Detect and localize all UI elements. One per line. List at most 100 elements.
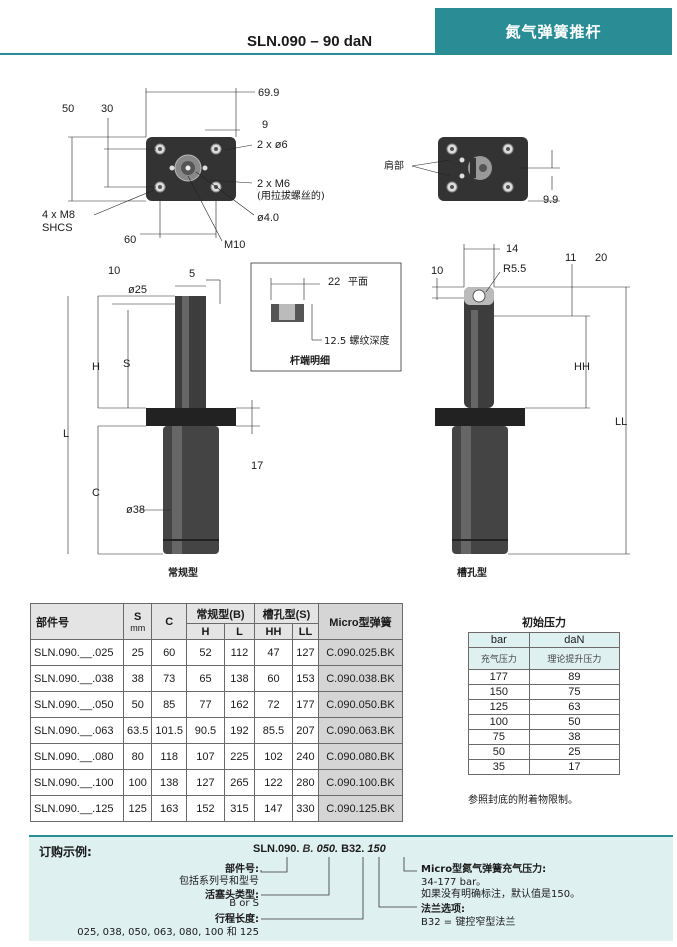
cell-l: 265 <box>223 769 255 796</box>
order-flange-label: 法兰选项: <box>421 904 465 915</box>
order-flange-desc: B32 = 键控窄型法兰 <box>421 917 516 928</box>
pressure-title: 初始压力 <box>522 616 566 629</box>
category-tab: 氮气弹簧推杆 <box>435 8 672 54</box>
cell-s: 25 <box>122 639 153 666</box>
cell-hh: 85.5 <box>253 717 293 744</box>
rod-end-detail: 22 平面 12.5 螺纹深度 杆端明细 <box>250 262 402 372</box>
cell-ll: 127 <box>291 639 319 666</box>
order-micro-desc: 如果没有明确标注，默认值是150。 <box>421 889 581 900</box>
press-sub-charge: 充气压力 <box>468 647 530 670</box>
cell-s: 50 <box>122 691 153 718</box>
press-cell-bar: 150 <box>468 684 530 700</box>
order-code: SLN.090. B. 050. B32. 150 <box>253 843 386 855</box>
press-cell-bar: 75 <box>468 729 530 745</box>
order-code-prefix: SLN.090. <box>253 843 300 855</box>
cell-h: 52 <box>185 639 225 666</box>
header-rule <box>0 53 672 55</box>
cell-l: 315 <box>223 795 255 822</box>
order-title: 订购示例: <box>39 845 92 859</box>
press-sub-force: 理论提升压力 <box>528 647 621 670</box>
press-cell-bar: 177 <box>468 669 530 685</box>
cell-c: 85 <box>151 691 187 718</box>
dim-shcs: SHCS <box>42 222 73 234</box>
dim-2x-m6: 2 x M6 <box>257 178 290 190</box>
order-part-desc: 包括系列号和型号 <box>179 876 259 887</box>
dim-50: 50 <box>62 103 74 115</box>
cell-part: SLN.090.__.100 <box>30 769 124 796</box>
dim-30: 30 <box>101 103 113 115</box>
order-code-stroke: 050. <box>316 843 339 855</box>
press-cell-bar: 35 <box>468 759 530 775</box>
cell-ll: 177 <box>291 691 319 718</box>
cell-s: 125 <box>122 795 153 822</box>
col-group-keyed: 槽孔型(S) <box>253 603 319 624</box>
top-view-standard: 50 30 69.9 9 2 x ø6 2 x M6 (用拉拔螺丝的) 4 x … <box>42 87 325 251</box>
dim-shoulder: 肩部 <box>384 159 404 172</box>
cell-l: 225 <box>223 743 255 770</box>
keyed-dim-ll: LL <box>615 416 627 428</box>
order-code-head: B. <box>302 843 314 855</box>
dim-9: 9 <box>262 119 268 131</box>
cell-c: 101.5 <box>151 717 187 744</box>
cell-ll: 240 <box>291 743 319 770</box>
side-dim-h: H <box>92 361 100 373</box>
detail-thread-depth: 12.5 螺纹深度 <box>324 334 389 347</box>
cell-part: SLN.090.__.125 <box>30 795 124 822</box>
cell-ll: 153 <box>291 665 319 692</box>
cell-hh: 47 <box>253 639 293 666</box>
cell-part: SLN.090.__.050 <box>30 691 124 718</box>
cell-micro: C.090.100.BK <box>317 769 403 796</box>
press-cell-dan: 89 <box>528 669 621 685</box>
keyed-dim-10: 10 <box>431 265 443 277</box>
cell-c: 163 <box>151 795 187 822</box>
detail-flat-label: 平面 <box>348 277 368 288</box>
cell-micro: C.090.050.BK <box>317 691 403 718</box>
order-head-label: 活塞头类型: <box>205 890 259 901</box>
col-part-number: 部件号 <box>30 603 124 640</box>
dim-pull-screw-note: (用拉拔螺丝的) <box>257 189 325 202</box>
order-micro-range: 34-177 bar。 <box>421 877 487 888</box>
cell-h: 65 <box>185 665 225 692</box>
press-cell-dan: 17 <box>528 759 621 775</box>
cell-s: 80 <box>122 743 153 770</box>
order-micro-label: Micro型氮气弹簧充气压力: <box>421 864 547 875</box>
side-dim-17: 17 <box>251 460 263 472</box>
dim-2x-d6: 2 x ø6 <box>257 139 288 151</box>
cell-c: 60 <box>151 639 187 666</box>
col-micro: Micro型弹簧 <box>317 603 403 640</box>
press-cell-dan: 25 <box>528 744 621 760</box>
detail-caption: 杆端明细 <box>290 354 330 367</box>
side-dim-s: S <box>123 358 130 370</box>
cell-hh: 60 <box>253 665 293 692</box>
cell-ll: 280 <box>291 769 319 796</box>
press-cell-dan: 63 <box>528 699 621 715</box>
cell-l: 112 <box>223 639 255 666</box>
cell-hh: 102 <box>253 743 293 770</box>
cell-micro: C.090.080.BK <box>317 743 403 770</box>
standard-type-caption: 常规型 <box>168 566 198 579</box>
side-dim-d38: ø38 <box>126 504 145 516</box>
dim-m10: M10 <box>224 239 245 251</box>
order-part-label: 部件号: <box>225 864 259 875</box>
keyed-dim-r5-5: R5.5 <box>503 263 526 275</box>
press-cell-bar: 100 <box>468 714 530 730</box>
cell-micro: C.090.063.BK <box>317 717 403 744</box>
top-view-keyed: 肩部 9.9 <box>384 137 560 206</box>
pressure-note: 参照封底的附着物限制。 <box>468 795 578 806</box>
cell-part: SLN.090.__.063 <box>30 717 124 744</box>
technical-drawing: 50 30 69.9 9 2 x ø6 2 x M6 (用拉拔螺丝的) 4 x … <box>42 87 630 579</box>
dim-d4: ø4.0 <box>257 212 279 224</box>
press-col-bar: bar <box>468 632 530 648</box>
cell-part: SLN.090.__.038 <box>30 665 124 692</box>
cell-h: 152 <box>185 795 225 822</box>
dim-69-9: 69.9 <box>258 87 279 99</box>
press-cell-dan: 50 <box>528 714 621 730</box>
col-group-standard: 常规型(B) <box>185 603 255 624</box>
keyed-dim-hh: HH <box>574 361 590 373</box>
